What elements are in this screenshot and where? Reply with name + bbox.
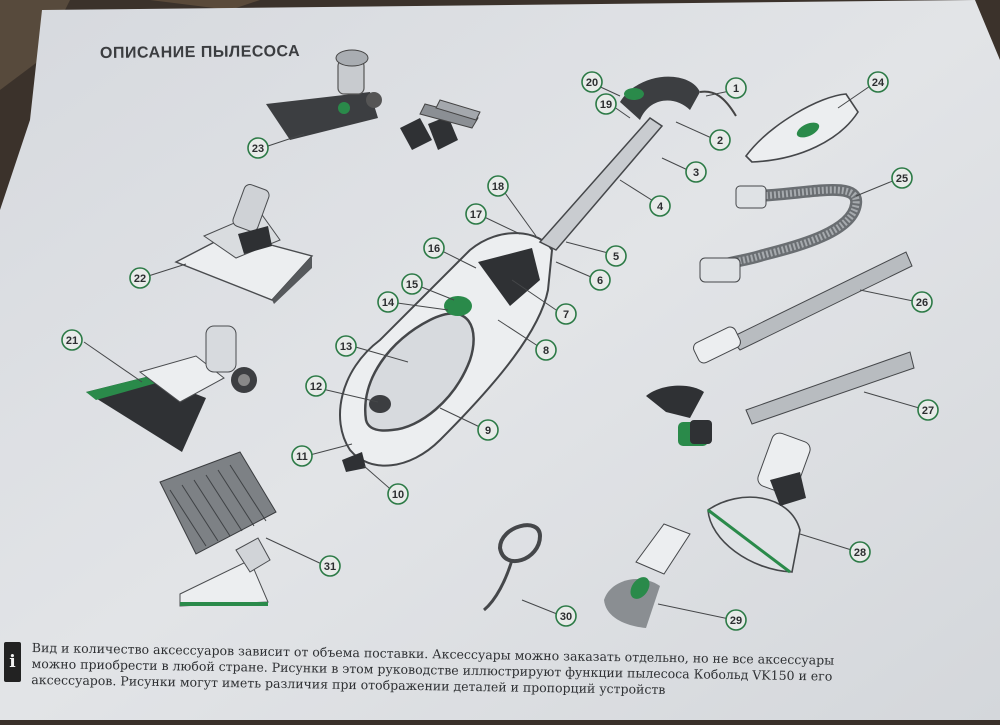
callout-30: 30 bbox=[555, 605, 577, 627]
callout-28: 28 bbox=[849, 541, 871, 563]
callout-13: 13 bbox=[335, 335, 357, 357]
svg-text:9: 9 bbox=[485, 425, 491, 437]
svg-text:26: 26 bbox=[916, 297, 928, 309]
svg-text:16: 16 bbox=[428, 243, 440, 255]
svg-text:7: 7 bbox=[563, 309, 569, 321]
svg-text:4: 4 bbox=[657, 201, 664, 213]
callout-8: 8 bbox=[535, 339, 557, 361]
callout-26: 26 bbox=[911, 291, 933, 313]
callout-21: 21 bbox=[61, 329, 83, 351]
info-icon: i bbox=[4, 642, 21, 682]
svg-text:17: 17 bbox=[470, 209, 482, 221]
svg-text:11: 11 bbox=[296, 451, 308, 463]
svg-text:21: 21 bbox=[66, 335, 78, 347]
svg-text:15: 15 bbox=[406, 279, 418, 291]
callout-20: 20 bbox=[581, 71, 603, 93]
callout-17: 17 bbox=[465, 203, 487, 225]
callout-24: 24 bbox=[867, 71, 889, 93]
callout-markers: 1 2 3 4 5 6 7 8 9 10 11 12 13 14 15 16 1… bbox=[61, 71, 939, 631]
svg-text:10: 10 bbox=[392, 489, 404, 501]
svg-text:18: 18 bbox=[492, 181, 504, 193]
callout-23: 23 bbox=[247, 137, 269, 159]
callout-6: 6 bbox=[589, 269, 611, 291]
svg-text:19: 19 bbox=[600, 99, 612, 111]
callout-4: 4 bbox=[649, 195, 671, 217]
svg-text:22: 22 bbox=[134, 273, 146, 285]
svg-text:31: 31 bbox=[324, 561, 336, 573]
callout-25: 25 bbox=[891, 167, 913, 189]
svg-text:29: 29 bbox=[730, 615, 742, 627]
callout-10: 10 bbox=[387, 483, 409, 505]
accessory-dusting-brush-illustration bbox=[604, 523, 691, 628]
callout-2: 2 bbox=[709, 129, 731, 151]
svg-text:1: 1 bbox=[733, 83, 739, 95]
accessory-strap-illustration bbox=[483, 523, 543, 612]
vacuum-body-illustration bbox=[339, 76, 737, 472]
svg-text:27: 27 bbox=[922, 405, 934, 417]
page-title: ОПИСАНИЕ ПЫЛЕСОСА bbox=[99, 42, 301, 63]
accessory-floor-nozzle-illustration bbox=[174, 184, 314, 304]
svg-text:5: 5 bbox=[613, 251, 619, 263]
callout-16: 16 bbox=[423, 237, 445, 259]
svg-text:8: 8 bbox=[543, 345, 549, 357]
callout-1: 1 bbox=[725, 77, 747, 99]
callout-3: 3 bbox=[685, 161, 707, 183]
svg-text:13: 13 bbox=[340, 341, 352, 353]
callout-19: 19 bbox=[595, 93, 617, 115]
svg-text:24: 24 bbox=[872, 77, 885, 89]
callout-9: 9 bbox=[477, 419, 499, 441]
svg-text:12: 12 bbox=[310, 381, 322, 393]
accessory-turbo-brush-illustration bbox=[266, 49, 481, 150]
callout-27: 27 bbox=[917, 399, 939, 421]
accessory-brush-pad-illustration bbox=[159, 451, 277, 607]
callout-29: 29 bbox=[725, 609, 747, 631]
svg-text:28: 28 bbox=[854, 547, 866, 559]
callout-31: 31 bbox=[319, 555, 341, 577]
leader-lines bbox=[83, 81, 927, 621]
svg-text:2: 2 bbox=[717, 135, 723, 147]
callout-11: 11 bbox=[291, 445, 313, 467]
accessory-extension-tube-illustration bbox=[693, 251, 913, 364]
accessory-turbo-mini-brush-illustration bbox=[707, 432, 811, 574]
svg-text:23: 23 bbox=[252, 143, 264, 155]
svg-text:3: 3 bbox=[693, 167, 699, 179]
callout-12: 12 bbox=[305, 375, 327, 397]
accessory-handheld-nozzle-illustration bbox=[744, 93, 859, 163]
svg-text:6: 6 bbox=[597, 275, 603, 287]
svg-text:25: 25 bbox=[896, 173, 908, 185]
callout-14: 14 bbox=[377, 291, 399, 313]
callout-5: 5 bbox=[605, 245, 627, 267]
svg-text:30: 30 bbox=[560, 611, 572, 623]
accessory-crevice-tool-illustration bbox=[646, 351, 915, 446]
callout-7: 7 bbox=[555, 303, 577, 325]
callout-22: 22 bbox=[129, 267, 151, 289]
svg-text:14: 14 bbox=[382, 297, 395, 309]
callout-15: 15 bbox=[401, 273, 423, 295]
svg-text:20: 20 bbox=[586, 77, 598, 89]
callout-18: 18 bbox=[487, 175, 509, 197]
accessory-hose-illustration bbox=[699, 183, 863, 283]
